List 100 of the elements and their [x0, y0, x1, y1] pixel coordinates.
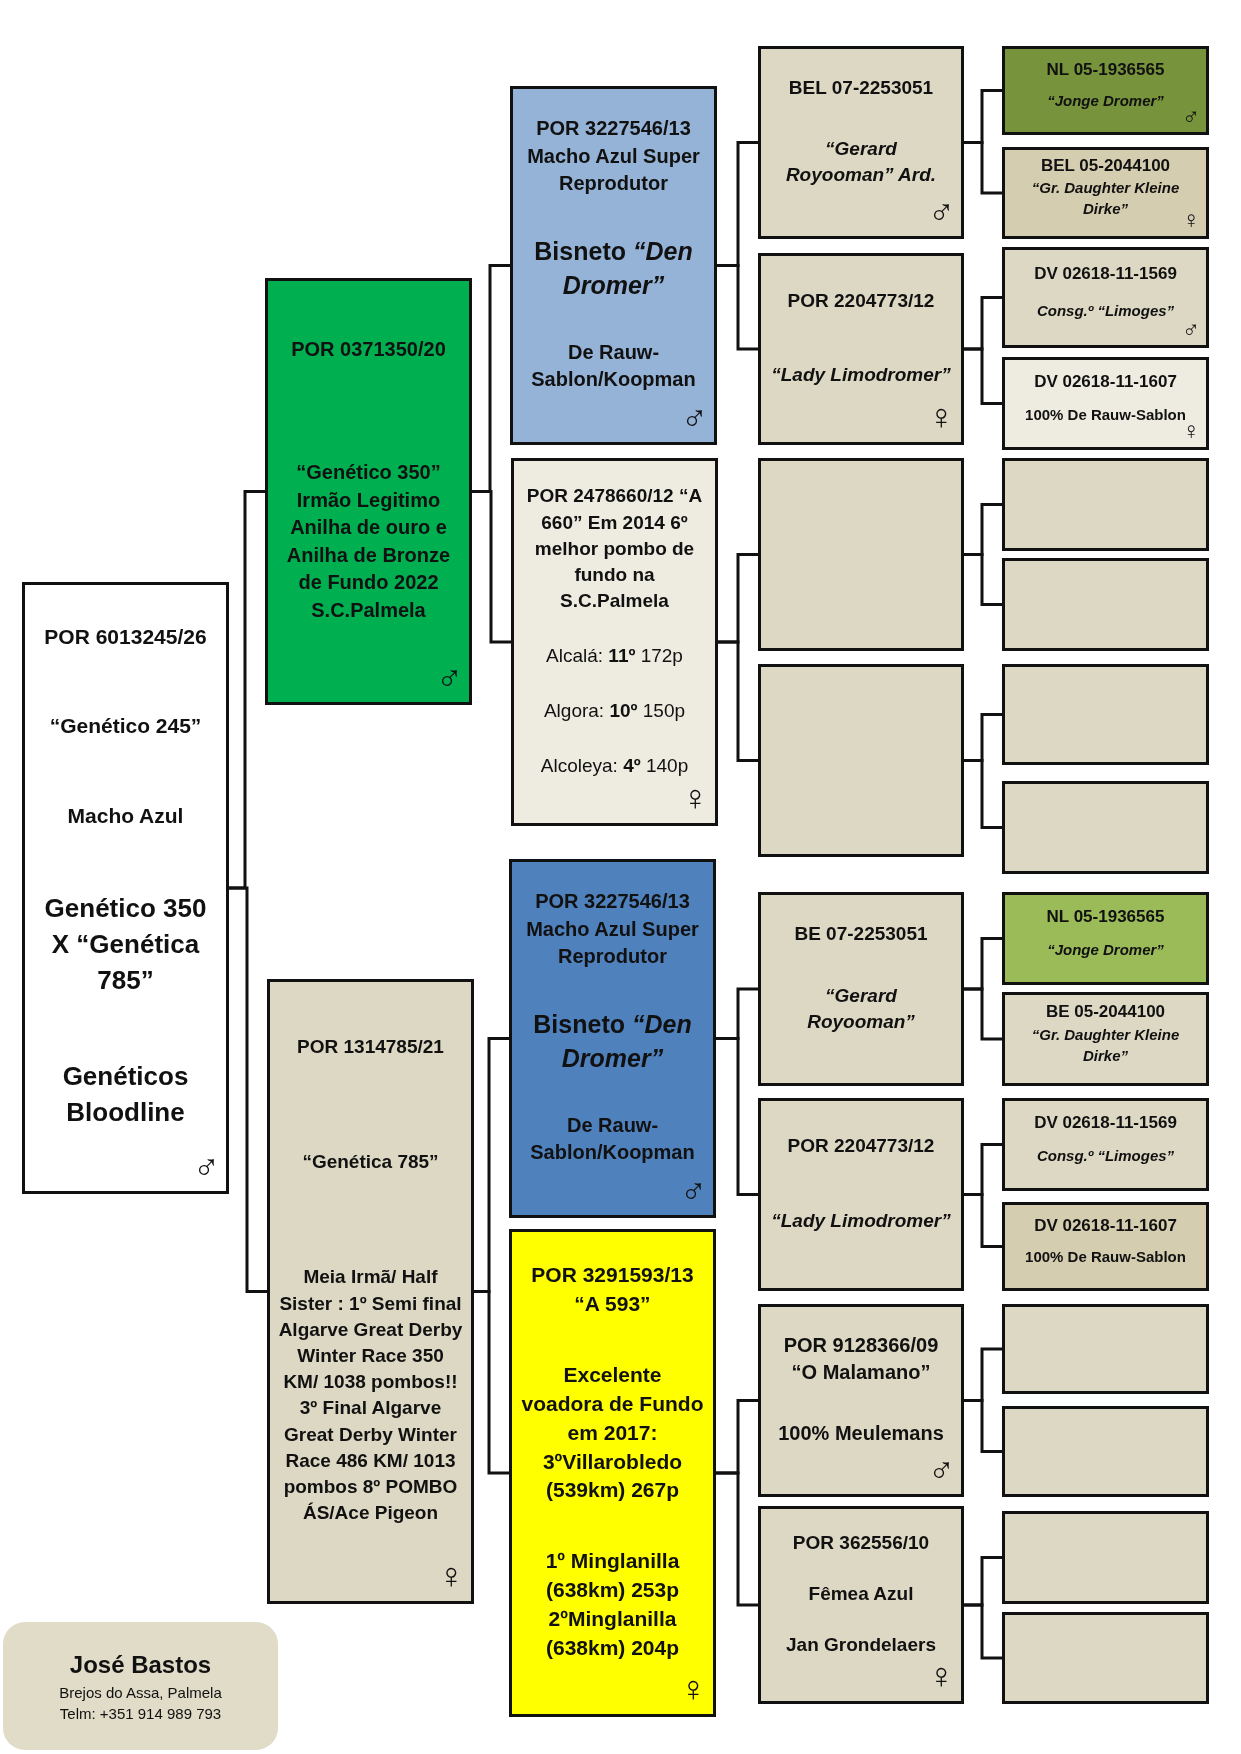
pedigree-text: “Genética 785” [302, 1150, 439, 1175]
bracket-connector [964, 347, 1002, 405]
pedigree-card [1002, 357, 1209, 450]
pedigree-text: Bisneto “Den Dromer” [532, 1008, 693, 1075]
pedigree-text: Fêmea Azul [808, 1581, 914, 1606]
pedigree-text: “Jonge Dromer” [1047, 90, 1164, 111]
breeder-name: José Bastos [69, 1650, 212, 1681]
pedigree-card [22, 582, 229, 1194]
sex-symbol: ♂ [193, 1144, 220, 1189]
pedigree-text: NL 05-1936565 [1046, 905, 1165, 928]
bracket-connector [964, 1193, 1002, 1248]
pedigree-text: DV 02618-11-1607 [1034, 1214, 1177, 1237]
pedigree-card [1002, 992, 1209, 1086]
pedigree-text: 100% De Rauw-Sablon [1025, 404, 1186, 425]
pedigree-card [758, 892, 964, 1086]
sex-symbol: ♀ [680, 1667, 707, 1712]
pedigree-text: Genéticos Bloodline [61, 1060, 190, 1129]
pedigree-text: POR 1314785/21 [297, 1035, 444, 1060]
bracket-connector [716, 1471, 758, 1607]
bracket-connector [964, 141, 1002, 195]
bracket-connector [474, 1290, 509, 1475]
pedigree-text: BEL 05-2044100 [1040, 155, 1171, 178]
pedigree-text: POR 9128366/09 “O Malamano” [782, 1332, 940, 1386]
phone-number: Telm: +351 914 989 793 [59, 1703, 222, 1724]
pedigree-card [758, 1304, 964, 1497]
empty-pedigree-card [758, 664, 964, 857]
pedigree-text: POR 2478660/12 “A 660” Em 2014 6º melhor pombo de fundo na S.C.Palmela [525, 484, 704, 614]
pedigree-text: POR 3291593/13 “A 593” [530, 1261, 695, 1317]
pedigree-card [511, 458, 718, 826]
pedigree-text: DV 02618-11-1607 [1034, 370, 1177, 393]
pedigree-text: POR 0371350/20 [291, 337, 446, 363]
pedigree-text: BEL 07-2253051 [788, 75, 934, 100]
pedigree-text: “Gr. Daughter Kleine Dirke” [1030, 178, 1181, 219]
sex-symbol: ♀ [1182, 204, 1200, 235]
empty-pedigree-card [1002, 1511, 1209, 1604]
pedigree-text: Meia Irmã/ Half Sister : 1º Semi final Algarve Great Derby Winter Race 350 KM/ 1038 pombos!! 3º Final Algarve Great Derby Winter Race 486 KM/ 1013 pombos 8º POMBO ÁS/Ace Pigeon [278, 1265, 463, 1526]
pedigree-card [265, 278, 472, 705]
pedigree-text: Consg.º “Limoges” [1036, 1145, 1175, 1166]
bracket-connector [964, 759, 1002, 829]
pedigree-text: POR 2204773/12 [787, 1134, 935, 1159]
pedigree-text: “Genético 245” [49, 713, 202, 740]
pedigree-text: De Rauw-Sablon/Koopman [530, 339, 697, 393]
empty-pedigree-card [1002, 1406, 1209, 1497]
pedigree-card [758, 1506, 964, 1704]
pedigree-text: Genético 350 X “Genética 785” [43, 892, 208, 997]
empty-pedigree-card [1002, 458, 1209, 551]
bracket-connector [964, 553, 1002, 606]
sex-symbol: ♂ [436, 655, 463, 700]
sex-symbol: ♂ [928, 189, 955, 234]
contact-card [3, 1622, 278, 1750]
pedigree-card [509, 859, 716, 1218]
bracket-connector [964, 1603, 1002, 1660]
sex-symbol: ♀ [438, 1554, 465, 1599]
pedigree-text: Bisneto “Den Dromer” [533, 235, 694, 302]
sex-symbol: ♂ [681, 395, 708, 440]
bracket-connector [229, 886, 267, 1293]
bracket-connector [718, 640, 758, 762]
pedigree-card [1002, 1098, 1209, 1191]
pedigree-text: “Gerard Royooman” Ard. [784, 136, 938, 188]
sex-symbol: ♂ [1182, 100, 1200, 131]
sex-symbol: ♂ [680, 1168, 707, 1213]
pedigree-text: DV 02618-11-1569 [1034, 262, 1177, 285]
pedigree-card [758, 253, 964, 445]
pedigree-text: De Rauw-Sablon/Koopman [529, 1112, 696, 1166]
pedigree-text: Consg.º “Limoges” [1036, 300, 1175, 321]
empty-pedigree-card [1002, 664, 1209, 765]
pedigree-text: Algora: 10º 150p [543, 698, 686, 723]
pedigree-text: “Gr. Daughter Kleine Dirke” [1030, 1024, 1181, 1066]
empty-pedigree-card [1002, 781, 1209, 874]
address-text: Brejos do Assa, Palmela [59, 1682, 222, 1703]
pedigree-text: 100% De Rauw-Sablon [1025, 1246, 1186, 1267]
pedigree-card [1002, 1202, 1209, 1291]
bracket-connector [717, 264, 758, 351]
pedigree-text: Macho Azul [67, 802, 184, 829]
pedigree-card [1002, 147, 1209, 239]
pedigree-text: POR 2204773/12 [787, 288, 935, 313]
pedigree-text: Excelente voadora de Fundo em 2017: 3ºVillarobledo (539km) 267p [520, 1361, 705, 1504]
pedigree-card [1002, 247, 1209, 348]
pedigree-card [510, 86, 717, 445]
pedigree-text: BE 05-2044100 [1045, 1000, 1166, 1023]
pedigree-text: 100% Meulemans [778, 1420, 944, 1446]
pedigree-text: “Jonge Dromer” [1047, 939, 1164, 960]
empty-pedigree-card [1002, 1612, 1209, 1704]
empty-pedigree-card [758, 458, 964, 651]
pedigree-card [1002, 46, 1209, 135]
pedigree-text: “Lady Limodromer” [771, 362, 951, 387]
empty-pedigree-card [1002, 558, 1209, 651]
pedigree-text: Alcoleya: 4º 140p [540, 753, 689, 778]
pedigree-text: POR 3227546/13 Macho Azul Super Reprodutor [526, 116, 701, 197]
pedigree-text: “Lady Limodromer” [771, 1208, 951, 1233]
sex-symbol: ♂ [928, 1447, 955, 1492]
pedigree-text: POR 3227546/13 Macho Azul Super Reprodutor [525, 889, 700, 970]
sex-symbol: ♂ [1182, 313, 1200, 344]
bracket-connector [716, 1037, 758, 1196]
pedigree-card [1002, 892, 1209, 985]
pedigree-text: NL 05-1936565 [1046, 58, 1165, 81]
pedigree-card [509, 1229, 716, 1717]
pedigree-card [267, 979, 474, 1604]
pedigree-text: “Gerard Royooman” [806, 983, 916, 1034]
pedigree-text: DV 02618-11-1569 [1034, 1111, 1177, 1134]
